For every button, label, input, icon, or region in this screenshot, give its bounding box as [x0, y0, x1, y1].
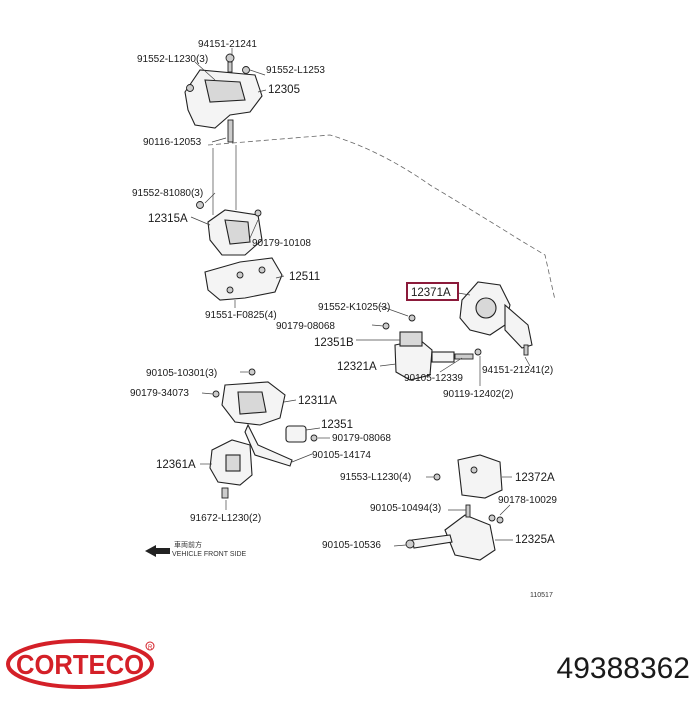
label-90105-12339: 90105-12339	[404, 373, 463, 384]
label-90179-08068-b: 90179-08068	[332, 433, 391, 444]
corteco-logo: CORTECO R	[6, 639, 155, 689]
label-12311a: 12311A	[298, 395, 337, 407]
label-90105-10301-3: 90105-10301(3)	[146, 368, 217, 379]
label-91552-81080-3: 91552-81080(3)	[132, 188, 203, 199]
label-90179-10108: 90179-10108	[252, 238, 311, 249]
part-12315a-bracket	[196, 201, 263, 256]
part-number: 49388362	[557, 652, 690, 685]
label-90179-34073: 90179-34073	[130, 388, 189, 399]
label-91672-l1230-2: 91672-L1230(2)	[190, 513, 261, 524]
label-12325a: 12325A	[515, 534, 555, 546]
front-label-en: VEHICLE FRONT SIDE	[172, 551, 246, 558]
front-label-jp: 車両前方	[174, 540, 202, 549]
label-94151-21241: 94151-21241	[198, 39, 257, 50]
vehicle-body-outline	[207, 134, 556, 301]
label-12305: 12305	[268, 84, 300, 96]
label-91552-l1230-3: 91552-L1230(3)	[137, 54, 208, 65]
part-12305-bracket	[184, 53, 263, 143]
label-91552-k1025-3: 91552-K1025(3)	[318, 302, 390, 313]
label-12321a: 12321A	[337, 361, 377, 373]
label-91552-l1253: 91552-L1253	[266, 65, 325, 76]
label-12372a: 12372A	[515, 472, 555, 484]
label-12371a: 12371A	[411, 287, 451, 299]
label-90105-10494-3: 90105-10494(3)	[370, 503, 441, 514]
part-12351-cushion	[285, 425, 318, 443]
label-94151-21241-2: 94151-21241(2)	[482, 365, 553, 376]
label-12351: 12351	[321, 419, 353, 431]
diagram-code: 110517	[530, 592, 553, 599]
label-91553-l1230-4: 91553-L1230(4)	[340, 472, 411, 483]
label-90178-10029: 90178-10029	[498, 495, 557, 506]
part-12372a-bracket	[433, 454, 503, 499]
label-12361a: 12361A	[156, 459, 196, 471]
label-12511: 12511	[289, 271, 320, 283]
part-12321a-mount	[382, 314, 474, 381]
label-90105-14174: 90105-14174	[312, 450, 371, 461]
part-12361a-mount	[209, 439, 253, 499]
highlight-box-12371a	[406, 282, 459, 301]
label-90116-12053: 90116-12053	[143, 137, 202, 148]
label-12351b: 12351B	[314, 337, 354, 349]
vehicle-front-indicator: 車両前方 VEHICLE FRONT SIDE	[145, 540, 246, 558]
label-90105-10536: 90105-10536	[322, 540, 381, 551]
label-12315a: 12315A	[148, 213, 188, 225]
part-12325a-rod	[405, 504, 504, 561]
part-12311a-mount	[212, 368, 293, 467]
registered-mark-icon: R	[148, 645, 153, 651]
label-91551-f0825-4: 91551-F0825(4)	[205, 310, 277, 321]
part-12511-bracket	[204, 257, 283, 301]
front-arrow-icon	[145, 545, 170, 557]
label-90179-08068-a: 90179-08068	[276, 321, 335, 332]
brand-logo-text: CORTECO	[16, 649, 144, 680]
part-12371a-mount	[459, 281, 533, 356]
label-90119-12402-2: 90119-12402(2)	[443, 389, 513, 400]
